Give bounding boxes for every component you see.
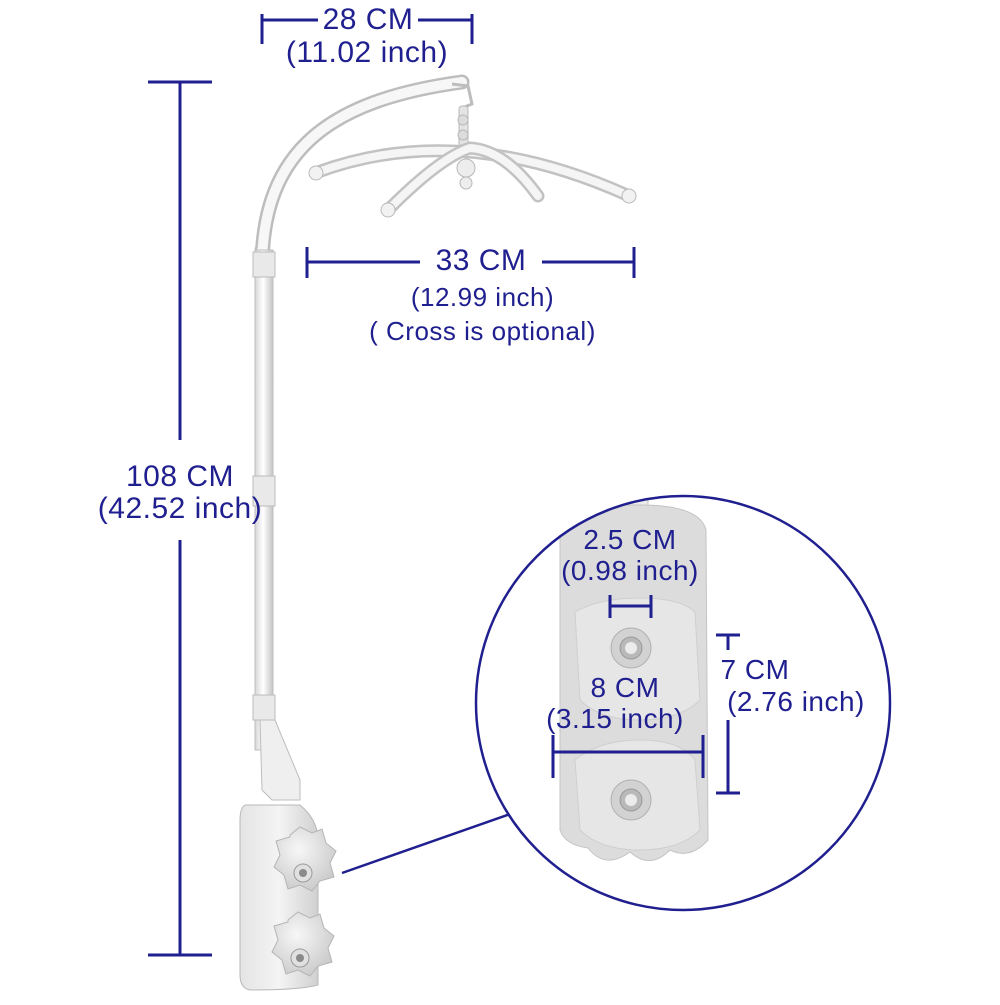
clamp-width-inch-label: (3.15 inch) [546, 703, 684, 734]
arm-width-cm-label: 33 CM [435, 244, 527, 277]
top-width-inch-label: (11.02 inch) [285, 36, 449, 69]
dimension-lines [148, 14, 740, 957]
arm-width-inch-label: (12.99 inch) [410, 282, 555, 312]
clamp-width-cm-label: 8 CM [590, 672, 660, 703]
clamp-height-cm-label: 7 CM [720, 654, 790, 685]
clamp-height-inch-label: (2.76 inch) [727, 686, 865, 717]
screw-spacing-inch-label: (0.98 inch) [561, 555, 699, 586]
clamp-zoom-callout [341, 494, 892, 912]
screw-spacing-cm-label: 2.5 CM [583, 524, 677, 555]
mobile-arm-clamp [239, 804, 337, 991]
arm-note-label: ( Cross is optional) [369, 316, 596, 346]
height-cm-label: 108 CM [125, 460, 235, 493]
height-inch-label: (42.52 inch) [97, 492, 263, 525]
top-width-cm-label: 28 CM [322, 3, 414, 36]
mobile-arm-pole [252, 74, 474, 801]
mobile-hanging-cross [308, 105, 637, 218]
